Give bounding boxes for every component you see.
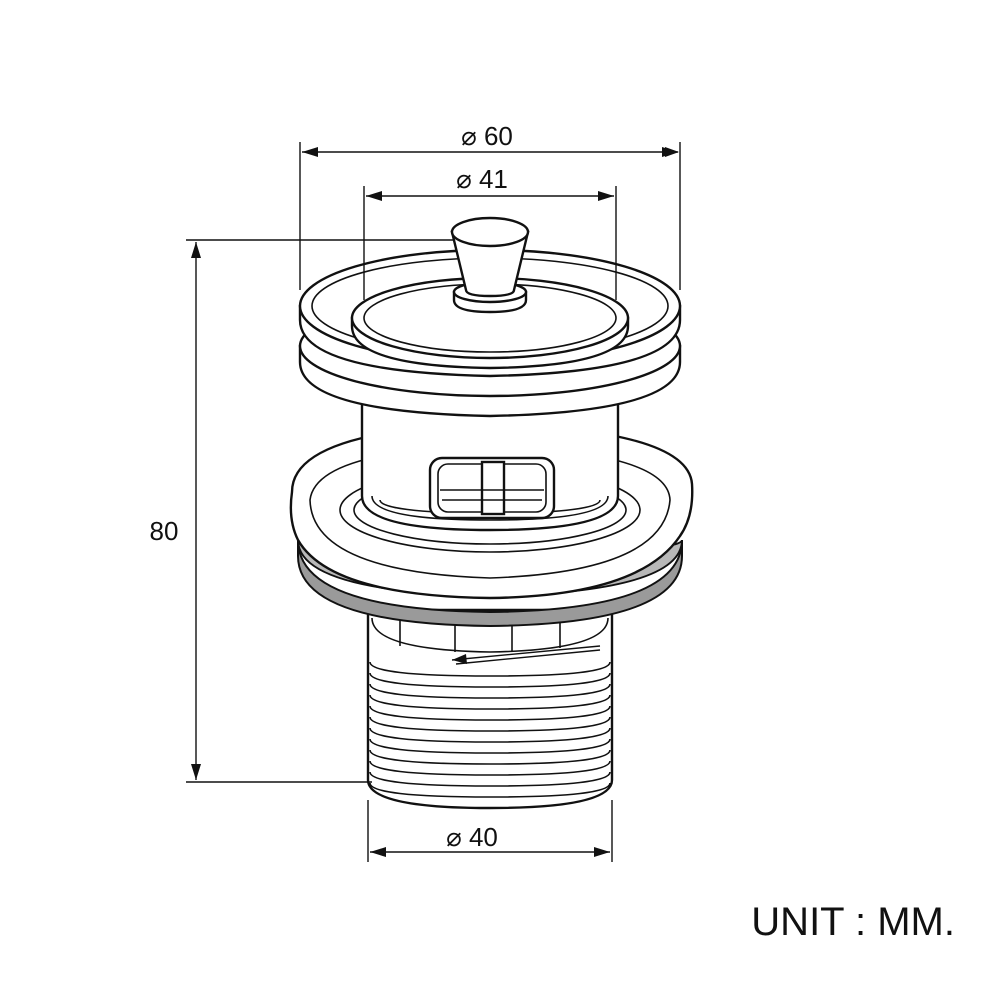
thread-ring bbox=[369, 782, 611, 798]
dimension-height bbox=[186, 239, 454, 783]
thread-ring bbox=[369, 705, 611, 721]
thread-rings bbox=[369, 661, 611, 798]
threaded-tail bbox=[366, 608, 614, 810]
drain-body bbox=[360, 384, 620, 532]
cap-diameter-label: ⌀ 41 bbox=[456, 164, 508, 194]
dimension-thread-diameter bbox=[367, 800, 613, 862]
thread-ring bbox=[369, 760, 611, 776]
thread-ring bbox=[369, 683, 611, 699]
thread-ring bbox=[369, 694, 611, 710]
overflow-slot bbox=[428, 456, 556, 520]
unit-label: UNIT : MM. bbox=[751, 900, 955, 944]
thread-ring bbox=[369, 771, 611, 787]
knob bbox=[450, 216, 530, 314]
dimension-cap-diameter bbox=[363, 186, 617, 300]
thread-ring bbox=[369, 727, 611, 743]
dimension-outer-diameter bbox=[299, 142, 681, 290]
outer-diameter-label: ⌀ 60 bbox=[461, 121, 513, 151]
height-label: 80 bbox=[150, 516, 179, 546]
thread-ring bbox=[369, 749, 611, 765]
thread-ring bbox=[369, 672, 611, 688]
stem-arrow bbox=[451, 645, 601, 665]
lock-nut bbox=[371, 617, 609, 653]
thread-ring bbox=[369, 738, 611, 754]
thread-ring bbox=[369, 716, 611, 732]
thread-diameter-label: ⌀ 40 bbox=[446, 822, 498, 852]
thread-ring bbox=[369, 661, 611, 677]
arrowheads bbox=[191, 147, 678, 857]
